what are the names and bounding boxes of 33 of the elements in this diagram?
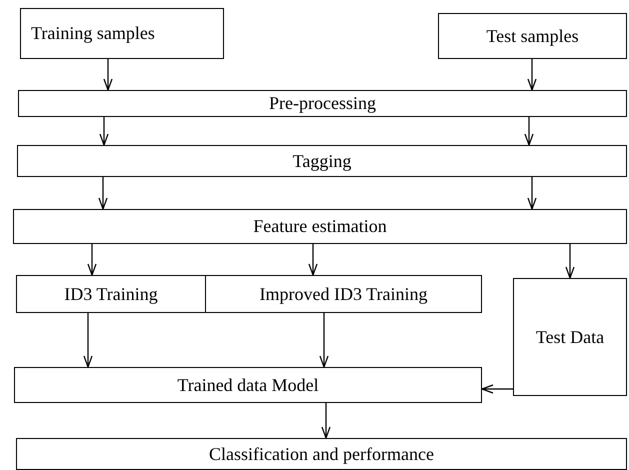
process-box — [205, 275, 482, 313]
process-box — [13, 209, 627, 244]
process-box — [438, 13, 627, 59]
box-label: Trained data Model — [177, 374, 319, 396]
box-label: Training samples — [31, 23, 155, 44]
arrow — [481, 384, 513, 394]
arrow — [308, 244, 318, 276]
box-label: Pre-processing — [269, 93, 376, 114]
arrow — [98, 177, 108, 210]
box-label: Classification and performance — [209, 444, 434, 464]
box-label: Test samples — [486, 26, 579, 46]
arrow — [83, 313, 93, 368]
box-label: Improved ID3 Training — [260, 284, 428, 304]
box-label: Test Data — [536, 326, 604, 348]
arrow — [319, 313, 329, 368]
arrow — [87, 244, 97, 276]
process-box — [14, 367, 482, 403]
process-box — [16, 275, 206, 313]
arrow — [321, 403, 331, 439]
process-box — [17, 145, 627, 177]
process-box — [18, 90, 627, 117]
arrow — [527, 59, 537, 91]
arrow — [99, 117, 109, 146]
process-box — [513, 278, 627, 396]
box-label: Feature estimation — [253, 216, 387, 237]
process-box — [20, 8, 224, 59]
arrow — [103, 59, 113, 91]
arrow — [565, 244, 575, 279]
arrow — [524, 117, 534, 146]
arrow — [527, 177, 537, 210]
box-label: ID3 Training — [64, 284, 158, 304]
process-box — [16, 438, 627, 470]
box-label: Tagging — [292, 150, 352, 172]
